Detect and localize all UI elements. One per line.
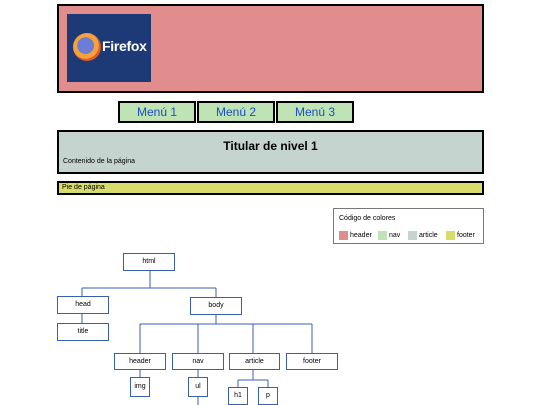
tree-node-h1: h1	[228, 387, 248, 405]
article-content: Contenido de la página	[63, 158, 136, 165]
legend-label-article: article	[419, 232, 438, 239]
nav-menu-2[interactable]: Menú 2	[197, 101, 275, 123]
logo-text: Firefox	[102, 38, 147, 54]
legend-swatch-article	[408, 231, 417, 240]
firefox-globe-icon	[73, 33, 101, 61]
nav-menu-3[interactable]: Menú 3	[276, 101, 354, 123]
tree-node-head: head	[57, 296, 109, 314]
article-heading: Titular de nivel 1	[223, 139, 318, 153]
legend-title: Código de colores	[339, 215, 396, 222]
tree-node-footer: footer	[286, 353, 338, 370]
legend-swatch-header	[339, 231, 348, 240]
page-article: Titular de nivel 1 Contenido de la págin…	[57, 130, 484, 174]
tree-node-nav: nav	[172, 353, 224, 370]
nav-menu-1[interactable]: Menú 1	[118, 101, 196, 123]
color-legend: Código de colores header nav article foo…	[333, 208, 484, 244]
tree-node-html: html	[123, 253, 175, 271]
legend-label-footer: footer	[457, 232, 475, 239]
tree-node-img: img	[130, 377, 150, 397]
tree-node-p: p	[258, 387, 278, 405]
page-footer: Pie de página	[57, 181, 484, 195]
tree-node-title: title	[57, 323, 109, 341]
tree-node-header: header	[114, 353, 166, 370]
tree-node-article: article	[229, 353, 280, 370]
tree-node-body: body	[190, 297, 242, 315]
tree-node-ul: ul	[188, 377, 208, 397]
legend-swatch-nav	[378, 231, 387, 240]
legend-label-nav: nav	[389, 232, 401, 239]
legend-swatch-footer	[446, 231, 455, 240]
legend-label-header: header	[350, 232, 372, 239]
firefox-logo: Firefox	[67, 14, 151, 82]
